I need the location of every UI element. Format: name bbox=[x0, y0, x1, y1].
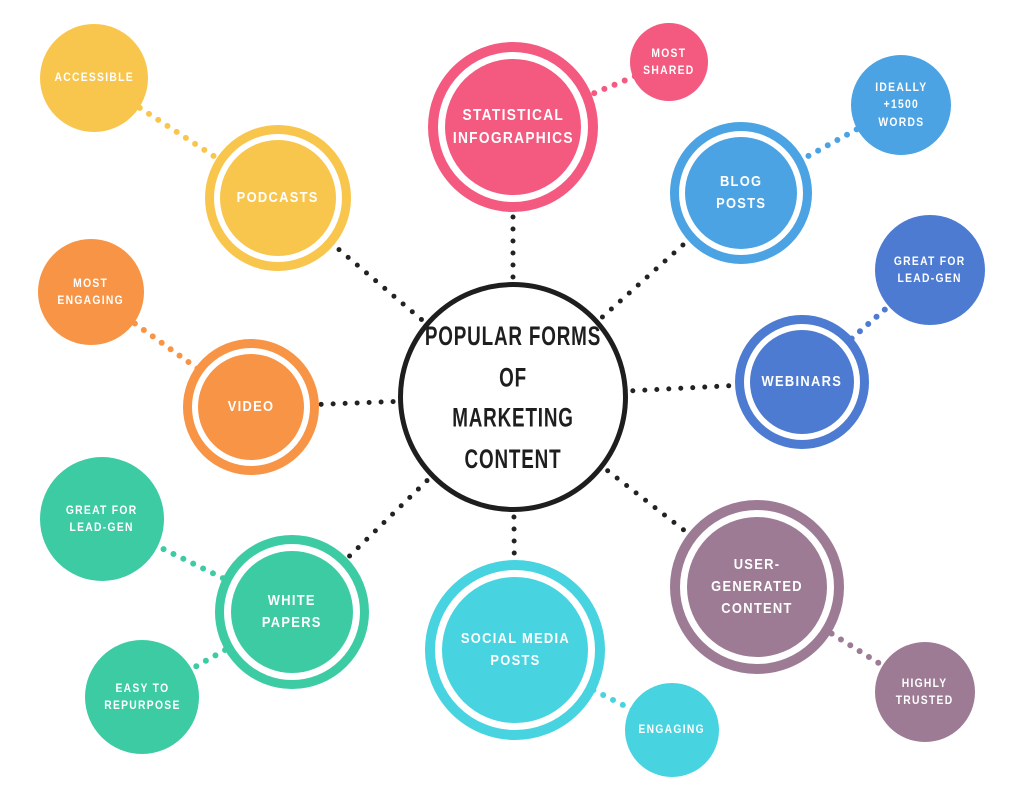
node-fill: WHITE PAPERS bbox=[231, 551, 353, 673]
center-node: POPULAR FORMS OF MARKETING CONTENT bbox=[398, 282, 628, 512]
satellite-label: MOST SHARED bbox=[643, 45, 695, 77]
node-label: SOCIAL MEDIA POSTS bbox=[460, 630, 570, 669]
node-label: STATISTICAL INFOGRAPHICS bbox=[452, 106, 574, 147]
satellite-most-engaging: MOST ENGAGING bbox=[38, 239, 144, 345]
satellite-label: ACCESSIBLE bbox=[54, 70, 134, 85]
node-fill: WEBINARS bbox=[750, 330, 854, 434]
node-social-media-posts: SOCIAL MEDIA POSTS bbox=[425, 560, 605, 740]
node-fill: PODCASTS bbox=[220, 140, 336, 256]
node-blog-posts: BLOG POSTS bbox=[670, 122, 812, 264]
satellite-highly-trusted: HIGHLY TRUSTED bbox=[875, 642, 975, 742]
dotted-connector bbox=[91, 75, 281, 201]
satellite-most-shared: MOST SHARED bbox=[630, 23, 708, 101]
satellite-label: ENGAGING bbox=[638, 722, 706, 737]
satellite-label: HIGHLY TRUSTED bbox=[896, 675, 954, 707]
satellite-label: GREAT FOR LEAD-GEN bbox=[894, 253, 966, 285]
node-user-generated-content: USER-GENERATED CONTENT bbox=[670, 500, 844, 674]
node-label: WEBINARS bbox=[761, 373, 843, 391]
satellite-label: IDEALLY +1500 WORDS bbox=[874, 79, 928, 129]
node-fill: SOCIAL MEDIA POSTS bbox=[442, 577, 588, 723]
satellite-great-for-lead-gen-right: GREAT FOR LEAD-GEN bbox=[875, 215, 985, 325]
node-video: VIDEO bbox=[183, 339, 319, 475]
satellite-easy-to-repurpose: EASY TO REPURPOSE bbox=[85, 640, 199, 754]
node-webinars: WEBINARS bbox=[735, 315, 869, 449]
node-fill: BLOG POSTS bbox=[685, 137, 797, 249]
node-podcasts: PODCASTS bbox=[205, 125, 351, 271]
node-label: WHITE PAPERS bbox=[262, 592, 322, 631]
node-fill: STATISTICAL INFOGRAPHICS bbox=[445, 59, 581, 195]
satellite-accessible: ACCESSIBLE bbox=[40, 24, 148, 132]
satellite-label: GREAT FOR LEAD-GEN bbox=[66, 502, 138, 534]
satellite-great-for-lead-gen-left: GREAT FOR LEAD-GEN bbox=[40, 457, 164, 581]
node-white-papers: WHITE PAPERS bbox=[215, 535, 369, 689]
node-label: BLOG POSTS bbox=[715, 173, 767, 212]
node-fill: VIDEO bbox=[198, 354, 304, 460]
node-label: PODCASTS bbox=[237, 189, 319, 207]
node-fill: USER-GENERATED CONTENT bbox=[687, 517, 827, 657]
node-label: VIDEO bbox=[227, 398, 275, 416]
diagram-title: POPULAR FORMS OF MARKETING CONTENT bbox=[424, 320, 602, 474]
node-label: USER-GENERATED CONTENT bbox=[711, 556, 803, 617]
satellite-ideally-1500-words: IDEALLY +1500 WORDS bbox=[851, 55, 951, 155]
satellite-label: MOST ENGAGING bbox=[57, 275, 125, 307]
dotted-connector bbox=[510, 394, 760, 590]
dotted-connector bbox=[289, 394, 516, 615]
dotted-connector bbox=[275, 195, 516, 400]
satellite-label: EASY TO REPURPOSE bbox=[103, 680, 181, 712]
satellite-engaging: ENGAGING bbox=[625, 683, 719, 777]
node-statistical-infographics: STATISTICAL INFOGRAPHICS bbox=[428, 42, 598, 212]
